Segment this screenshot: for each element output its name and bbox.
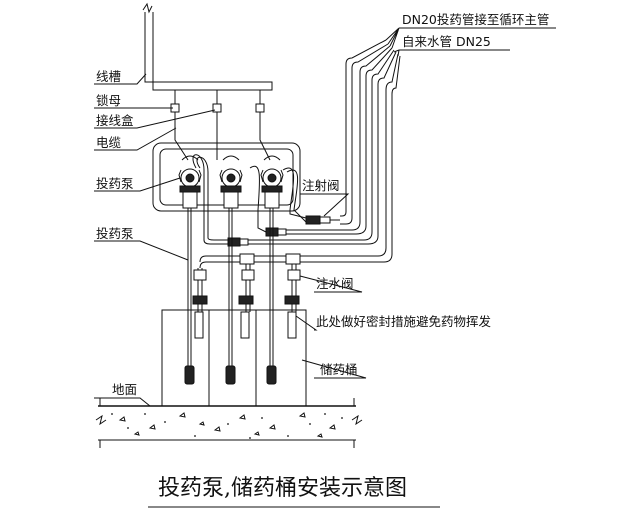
label-dn20-pipe: DN20投药管接至循环主管 [402, 12, 549, 27]
label-ground: 地面 [112, 382, 137, 397]
dosing-pump-left [178, 155, 202, 209]
label-dosing-pump-1: 投药泵 [96, 176, 134, 191]
storage-tanks [161, 309, 307, 407]
labels: 线槽 锁母 接线盒 电缆 投药泵 投药泵 DN20投药管接至循环主管 自来水管 … [96, 12, 549, 397]
label-seal-note: 此处做好密封措施避免药物挥发 [316, 314, 492, 329]
label-junction-box: 接线盒 [96, 113, 134, 128]
ground-slab [95, 398, 363, 448]
label-fill-valve: 注水阀 [316, 276, 354, 291]
dosing-pump-right [260, 155, 284, 209]
leader-lines-right [295, 27, 556, 379]
dosing-tubes [192, 154, 307, 245]
dosing-pump-middle [219, 155, 243, 209]
label-injection-valve: 注射阀 [302, 178, 340, 193]
return-pipes [199, 39, 401, 269]
label-lock-nut: 锁母 [96, 93, 121, 108]
title-block: 投药泵,储药桶安装示意图 [148, 476, 440, 508]
label-dosing-pump-2: 投药泵 [96, 226, 134, 241]
fill-water-branches [192, 253, 301, 312]
label-cable: 电缆 [96, 135, 122, 150]
label-tank: 储药桶 [320, 362, 358, 377]
injection-valve-mid [265, 227, 287, 237]
junction-boxes [170, 90, 271, 161]
label-tap-water: 自来水管 DN25 [402, 34, 491, 49]
injection-valve-low [227, 237, 249, 247]
leader-lines-left [94, 73, 216, 407]
wire-trough [142, 2, 273, 91]
injection-valve-top [305, 215, 340, 225]
suction-tubes [184, 208, 297, 385]
label-wire-trough: 线槽 [96, 69, 121, 84]
diagram-title: 投药泵,储药桶安装示意图 [158, 476, 407, 501]
